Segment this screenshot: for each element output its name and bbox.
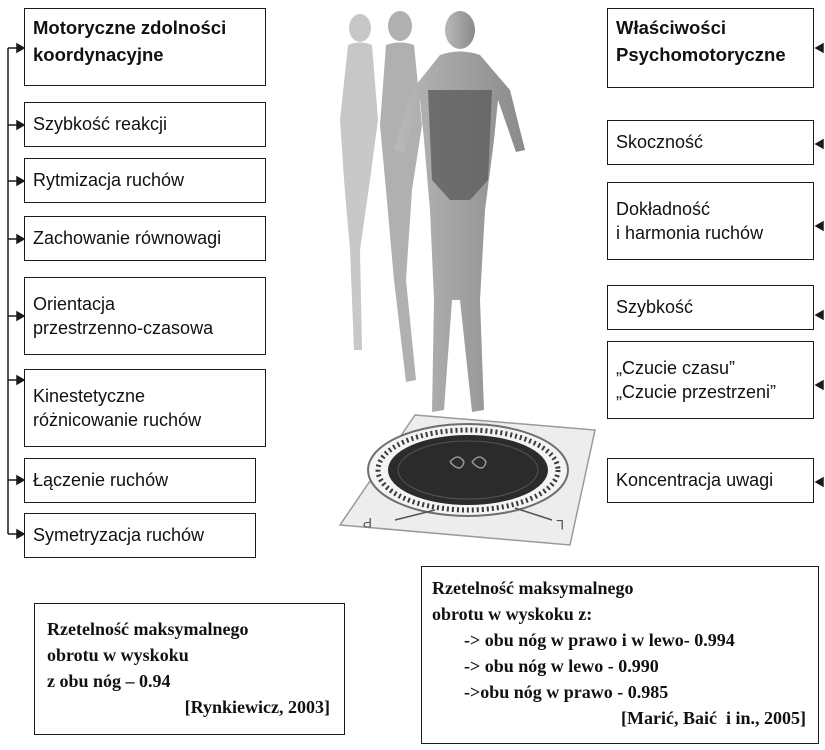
gymnast-jump-illustration: P L (320, 0, 600, 560)
reliability-right-sub-1: -> obu nóg w prawo i w lewo- 0.994 (432, 627, 810, 653)
right-item-time-space-feel: „Czucie czasu” „Czucie przestrzeni” (607, 341, 814, 419)
reliability-left-reference: [Rynkiewicz, 2003] (47, 694, 334, 720)
reliability-box-rynkiewicz: Rzetelność maksymalnego obrotu w wyskoku… (34, 603, 345, 735)
left-item-spatial-orientation: Orientacja przestrzenno-czasowa (24, 277, 266, 355)
reliability-right-line-1: Rzetelność maksymalnego (432, 575, 810, 601)
ghost-figure-rear (340, 14, 378, 350)
platform-mark-left: P (363, 515, 372, 531)
left-item-kinesthetic: Kinestetyczne różnicowanie ruchów (24, 369, 266, 447)
right-item-concentration: Koncentracja uwagi (607, 458, 814, 503)
reliability-box-maric: Rzetelność maksymalnego obrotu w wyskoku… (421, 566, 819, 744)
reliability-right-reference: [Marić, Baić i in., 2005] (432, 705, 810, 731)
left-item-balance: Zachowanie równowagi (24, 216, 266, 261)
left-header-motor-coordination: Motoryczne zdolności koordynacyjne (24, 8, 266, 86)
reliability-left-line-2: obrotu w wyskoku (47, 642, 334, 668)
reliability-right-sub-3: ->obu nóg w prawo - 0.985 (432, 679, 810, 705)
left-item-rhythm: Rytmizacja ruchów (24, 158, 266, 203)
left-item-symmetry: Symetryzacja ruchów (24, 513, 256, 558)
ghost-figure-middle (380, 11, 422, 382)
platform-mark-right: L (556, 517, 564, 533)
reliability-right-sub-2: -> obu nóg w lewo - 0.990 (432, 653, 810, 679)
reliability-right-line-2: obrotu w wyskoku z: (432, 601, 810, 627)
right-item-speed: Szybkość (607, 285, 814, 330)
right-header-psychomotor: Właściwości Psychomotoryczne (607, 8, 814, 88)
reliability-left-line-3: z obu nóg – 0.94 (47, 668, 334, 694)
left-item-reaction-speed: Szybkość reakcji (24, 102, 266, 147)
right-item-precision: Dokładność i harmonia ruchów (607, 182, 814, 260)
left-item-combining: Łączenie ruchów (24, 458, 256, 503)
right-item-jumping: Skoczność (607, 120, 814, 165)
reliability-left-line-1: Rzetelność maksymalnego (47, 616, 334, 642)
